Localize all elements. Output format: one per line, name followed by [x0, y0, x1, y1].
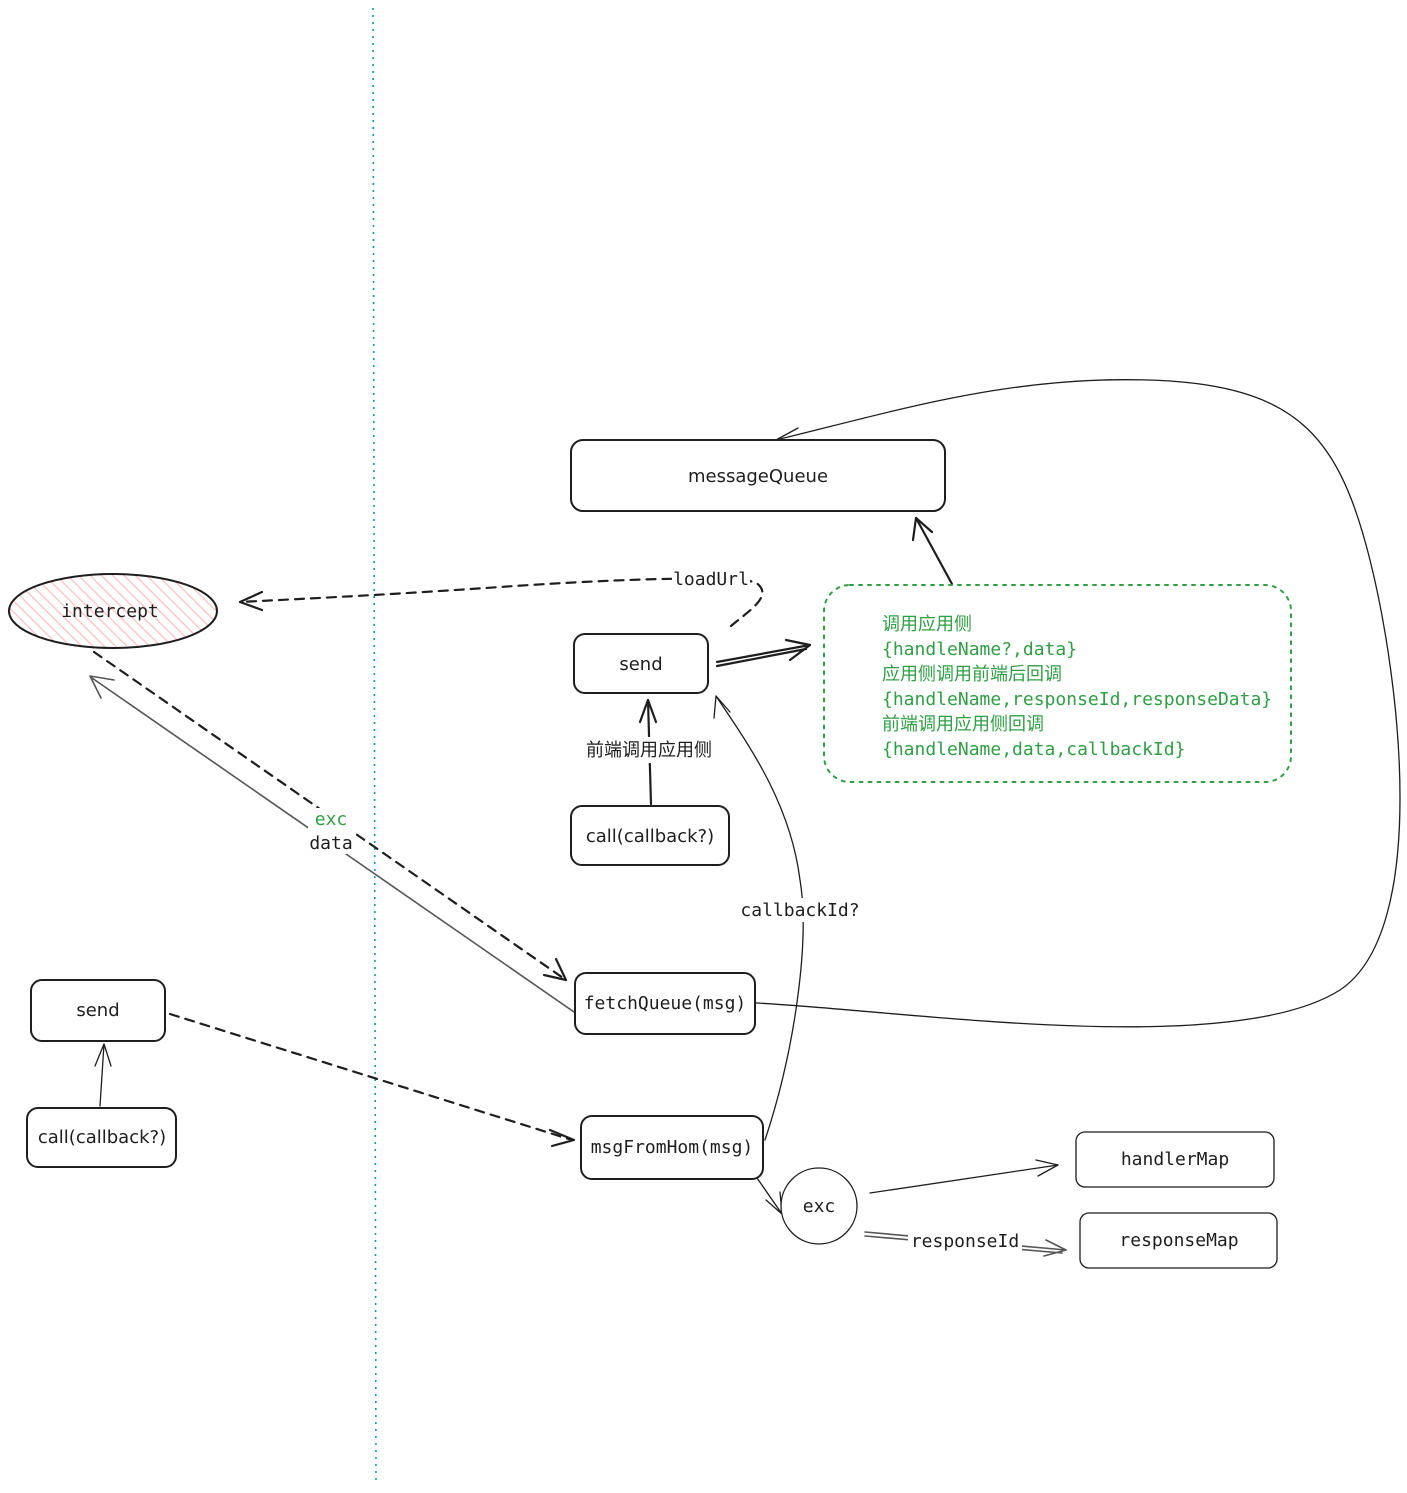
message-queue-box[interactable] [570, 439, 946, 512]
callbackid-label-bg [738, 898, 862, 922]
response-map-label: responseMap [1119, 1230, 1238, 1251]
arrow-exc-to-handlermap [869, 1164, 1059, 1194]
exc-node-label: exc [803, 1196, 836, 1217]
msg-from-hom-box[interactable] [580, 1115, 764, 1180]
send-left-label: send [76, 1000, 119, 1021]
exc-node[interactable] [780, 1167, 858, 1245]
send-right-box[interactable] [573, 633, 709, 694]
arrow-send-to-note [715, 643, 812, 668]
arrowhead-exc-to-handlermap [1035, 1159, 1059, 1177]
note-line-1: 调用应用侧 [882, 614, 972, 635]
loadurl-label: loadUrl [673, 569, 749, 590]
note-line-3: 应用侧调用前端后回调 [882, 664, 1062, 685]
intercept-node[interactable] [8, 573, 218, 649]
arrowhead-send-left-to-msgfromhom [548, 1128, 576, 1148]
arrowhead-note-to-messagequeue [911, 516, 934, 542]
loop-arrow-fetchqueue-to-messagequeue [755, 379, 1401, 1028]
response-map-box[interactable] [1079, 1212, 1278, 1269]
responseid-label-bg [908, 1230, 1022, 1254]
call-right-box[interactable] [570, 805, 730, 866]
loadurl-label-bg [672, 568, 750, 590]
exc-data-label-bg [308, 808, 356, 854]
msg-from-hom-label: msgFromHom(msg) [591, 1137, 754, 1158]
note-line-4: {handleName,responseId,responseData} [882, 689, 1272, 710]
arrowhead-fetchqueue-to-intercept [89, 675, 115, 699]
divider-line [372, 7, 377, 1486]
arrow-send-left-to-msgfromhom [168, 1012, 574, 1142]
call-right-label: call(callback?) [586, 826, 714, 847]
arrowhead-call-to-send-left [94, 1043, 112, 1067]
protocol-note-box [823, 584, 1292, 783]
frontend-calls-app-label-bg [578, 737, 720, 763]
fetch-queue-label: fetchQueue(msg) [584, 993, 747, 1014]
note-line-5: 前端调用应用侧回调 [882, 714, 1044, 735]
arrowhead-exc-to-responsemap [1043, 1239, 1067, 1257]
handler-map-box[interactable] [1075, 1131, 1275, 1188]
arrow-loadurl-to-intercept [238, 577, 764, 628]
edge-data-label: data [309, 833, 352, 854]
call-left-label: call(callback?) [38, 1127, 166, 1148]
arrowhead-send-to-note [784, 638, 812, 662]
arrowhead-call-to-send-right [638, 698, 658, 724]
handler-map-label: handlerMap [1121, 1149, 1229, 1170]
edge-exc-label: exc [315, 809, 348, 830]
send-right-label: send [619, 654, 662, 675]
send-left-box[interactable] [30, 979, 166, 1042]
fetch-queue-box[interactable] [574, 972, 756, 1035]
note-line-2: {handleName?,data} [882, 639, 1077, 660]
message-queue-label: messageQueue [688, 466, 828, 487]
note-line-6: {handleName,data,callbackId} [882, 739, 1185, 760]
arrowhead-msgfromhom-to-send-right [713, 695, 731, 719]
arrow-msgfromhom-to-send-right [715, 695, 804, 1141]
arrow-note-to-messagequeue [914, 516, 954, 586]
arrow-call-to-send-left [99, 1043, 105, 1107]
call-left-box[interactable] [26, 1107, 177, 1168]
intercept-label: intercept [61, 601, 159, 622]
frontend-calls-app-label: 前端调用应用侧 [586, 740, 712, 761]
callbackid-label: callbackId? [740, 900, 859, 921]
responseid-label: responseId [911, 1231, 1019, 1252]
arrowhead-intercept-to-fetchqueue [542, 957, 568, 982]
arrow-msgfromhom-to-exc [756, 1177, 783, 1215]
arrowhead-loadurl [238, 590, 264, 612]
